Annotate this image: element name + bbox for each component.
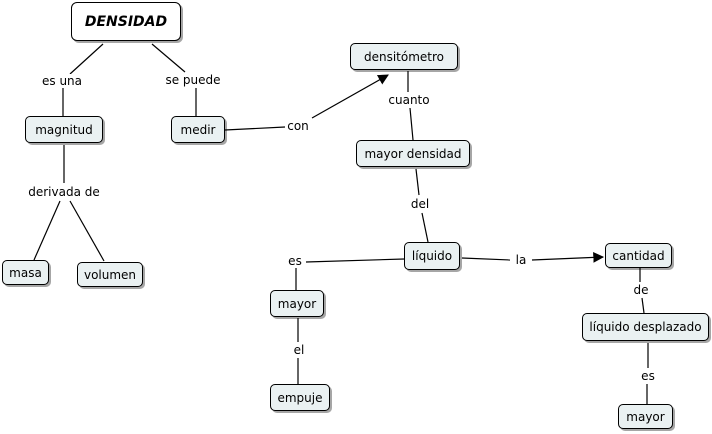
node-mayor-2[interactable]: mayor [618,404,673,429]
node-empuje[interactable]: empuje [270,384,330,411]
node-volumen[interactable]: volumen [77,262,143,287]
node-cantidad[interactable]: cantidad [605,243,672,268]
link-label-es-una: es una [39,74,85,88]
line-densidad-se-puede [151,43,186,73]
line-del-liquido [421,212,429,243]
node-mayor[interactable]: mayor [270,290,324,317]
node-densimetro[interactable]: densitómetro [350,43,458,70]
line-con-densimetro [311,74,389,119]
link-label-de: de [631,283,651,297]
line-medir-con [224,126,286,131]
link-label-se-puede: se puede [163,73,223,87]
node-densidad[interactable]: DENSIDAD [71,2,181,41]
link-label-la: la [513,253,529,267]
line-la-cantidad [531,252,605,263]
line-densidad-es-una [69,43,104,75]
link-label-con: con [285,119,311,133]
line-mayor-densidad-del [415,168,420,196]
link-label-es-2: es [639,369,657,383]
link-label-el: el [291,343,307,357]
line-derivada-volumen [69,200,105,262]
link-label-del: del [408,197,432,211]
line-de-liquido-desplazado [641,297,645,314]
node-liquido[interactable]: líquido [404,242,460,270]
node-medir[interactable]: medir [171,116,225,143]
line-derivada-masa [33,200,61,261]
node-magnitud[interactable]: magnitud [25,116,103,143]
line-liquido-la [461,257,511,261]
link-label-es: es [286,254,304,268]
line-cuanto-mayor-densidad [409,107,414,141]
node-liquido-desplazado[interactable]: líquido desplazado [582,313,709,341]
node-masa[interactable]: masa [2,260,49,285]
node-mayor-densidad[interactable]: mayor densidad [356,140,470,167]
line-liquido-es [305,258,405,263]
link-label-cuanto: cuanto [386,93,432,107]
link-label-derivada-de: derivada de [26,185,102,199]
